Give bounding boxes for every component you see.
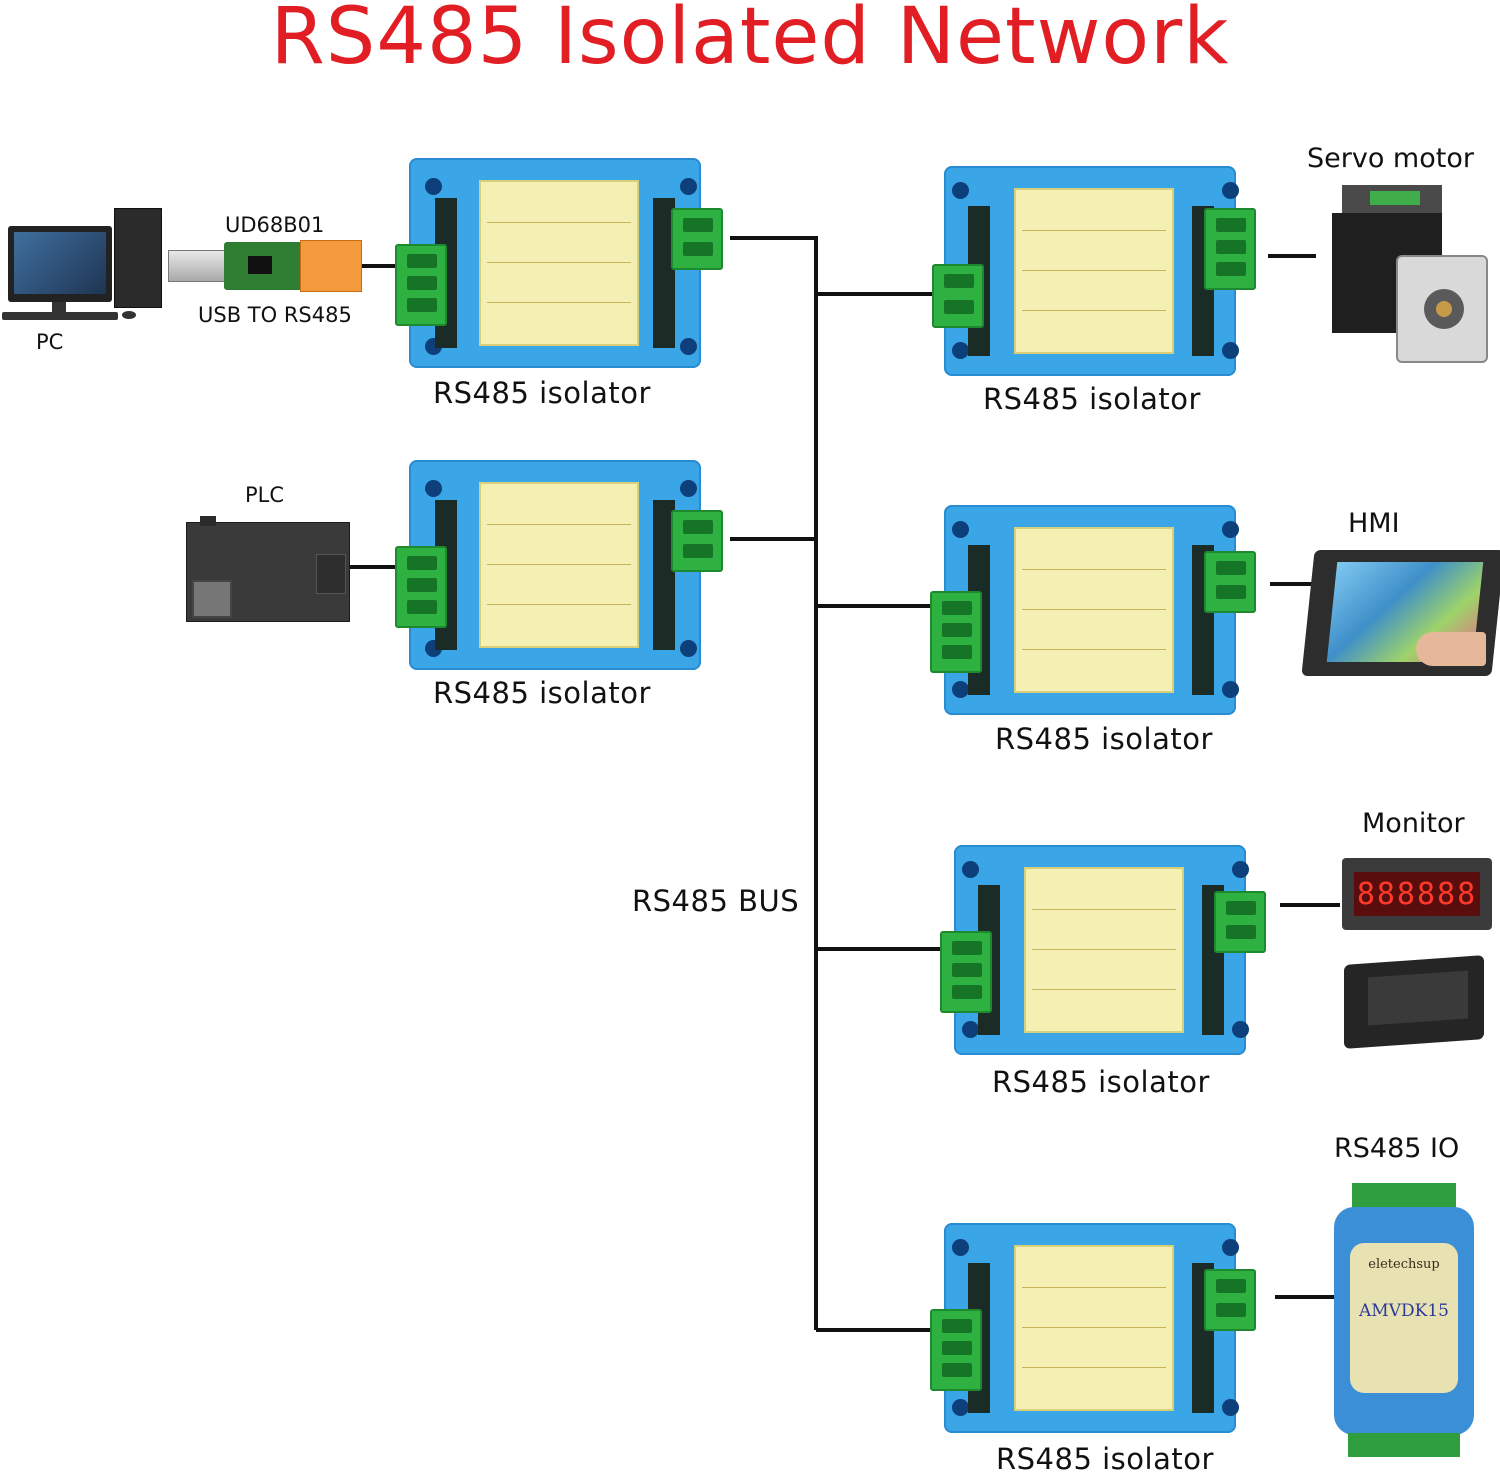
isolator-module-6	[930, 1223, 1256, 1433]
pc-label: PC	[36, 330, 64, 354]
io-brand-text: eletechsup	[1368, 1257, 1440, 1272]
hmi-label: HMI	[1348, 508, 1400, 539]
isolator-label-4: RS485 isolator	[995, 722, 1213, 756]
isolator-label-6: RS485 isolator	[996, 1442, 1214, 1474]
usb-model-label: UD68B01	[225, 213, 325, 237]
usb-rs485-adapter-icon	[168, 240, 364, 292]
isolator-label-5: RS485 isolator	[992, 1065, 1210, 1099]
pc-computer-icon	[2, 208, 167, 323]
plc-label: PLC	[245, 483, 285, 507]
isolator-label-2: RS485 isolator	[433, 676, 651, 710]
usb-desc-label: USB TO RS485	[198, 303, 352, 327]
servo-label: Servo motor	[1307, 143, 1474, 174]
monitor-label: Monitor	[1362, 808, 1465, 839]
isolator-module-1	[395, 158, 723, 368]
io-model-text: AMVDK15	[1359, 1301, 1449, 1321]
isolator-module-4	[930, 505, 1256, 715]
monitor-display-readout: 888888	[1356, 877, 1478, 912]
isolator-module-2	[395, 460, 723, 670]
plc-icon	[186, 516, 350, 622]
isolator-label-1: RS485 isolator	[433, 376, 651, 410]
page-title: RS485 Isolated Network	[270, 0, 1230, 82]
panel-meter-icon	[1338, 952, 1490, 1052]
servo-motor-icon	[1330, 185, 1490, 363]
bus-label: RS485 BUS	[632, 884, 800, 918]
monitor-led-display-icon: 888888	[1342, 858, 1492, 930]
isolator-module-5	[940, 845, 1266, 1055]
isolator-label-3: RS485 isolator	[983, 382, 1201, 416]
rs485-io-label: RS485 IO	[1334, 1133, 1460, 1164]
hmi-touchscreen-icon	[1301, 546, 1500, 678]
isolator-module-3	[930, 166, 1256, 376]
rs485-io-module-icon: eletechsup AMVDK15	[1334, 1183, 1474, 1458]
